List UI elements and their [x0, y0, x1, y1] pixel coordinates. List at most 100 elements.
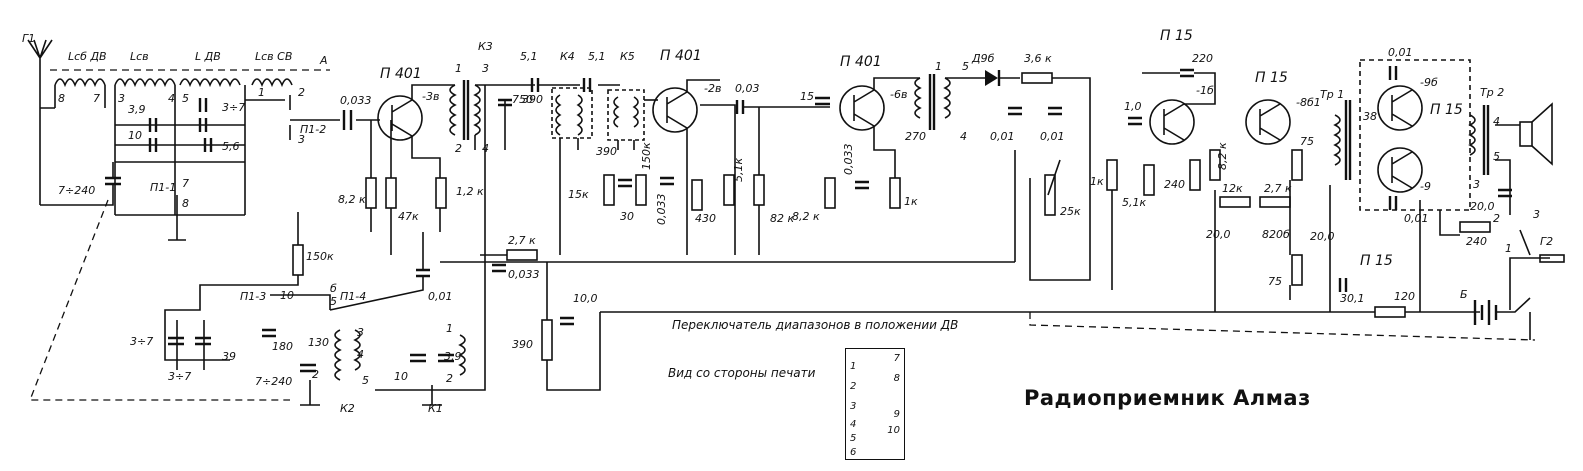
- svg-text:3: 3: [1473, 178, 1480, 191]
- svg-text:25к: 25к: [1060, 205, 1081, 218]
- svg-text:2: 2: [312, 368, 319, 381]
- svg-text:8: 8: [182, 197, 189, 210]
- svg-text:4: 4: [357, 348, 364, 361]
- svg-text:1,0: 1,0: [1124, 100, 1142, 113]
- svg-text:3: 3: [298, 133, 305, 146]
- svg-text:0,03: 0,03: [735, 82, 760, 95]
- svg-text:3: 3: [357, 326, 364, 339]
- stage-4: 1,0 П 15 -1б 220 5,1к 240 8,2 к: [1122, 28, 1229, 209]
- svg-text:5: 5: [182, 92, 189, 105]
- svg-text:2,7 к: 2,7 к: [1264, 182, 1292, 195]
- svg-text:47к: 47к: [398, 210, 419, 223]
- svg-text:5,6: 5,6: [222, 140, 240, 153]
- svg-text:4: 4: [1493, 115, 1500, 128]
- svg-text:0,033: 0,033: [340, 94, 372, 107]
- svg-text:5,1к: 5,1к: [732, 158, 745, 182]
- svg-text:5: 5: [330, 295, 337, 308]
- svg-text:2: 2: [1493, 212, 1500, 225]
- pin-label: 2: [850, 381, 857, 392]
- svg-text:3÷7: 3÷7: [168, 370, 191, 383]
- svg-text:3÷7: 3÷7: [130, 335, 153, 348]
- svg-text:0,01: 0,01: [1404, 212, 1429, 225]
- svg-text:10: 10: [128, 129, 142, 142]
- svg-text:П1-2: П1-2: [300, 123, 326, 136]
- svg-text:2,7 к: 2,7 к: [508, 234, 536, 247]
- svg-text:К1: К1: [428, 402, 443, 415]
- svg-text:240: 240: [1164, 178, 1185, 191]
- svg-text:Тр 1: Тр 1: [1320, 88, 1344, 101]
- pin-label: 8: [893, 373, 900, 384]
- svg-text:180: 180: [272, 340, 293, 353]
- svg-text:П1-4: П1-4: [340, 290, 366, 303]
- svg-text:1: 1: [446, 322, 453, 335]
- svg-text:-6в: -6в: [890, 88, 907, 101]
- svg-text:750: 750: [512, 93, 533, 106]
- svg-text:П 401: П 401: [380, 66, 422, 82]
- svg-text:2: 2: [455, 142, 462, 155]
- pin-label: 3: [850, 401, 857, 412]
- svg-text:30,1: 30,1: [1340, 292, 1365, 305]
- svg-text:12к: 12к: [1222, 182, 1243, 195]
- svg-text:-9: -9: [1420, 180, 1431, 193]
- svg-text:П 15: П 15: [1360, 253, 1393, 269]
- svg-text:15: 15: [800, 90, 814, 103]
- pin-label: 9: [893, 409, 900, 420]
- svg-text:240: 240: [1466, 235, 1487, 248]
- input-coils: Lсб ДВ Lсв L ДВ Lсв СВ А 8 7 3 4 5 1 2 3…: [29, 50, 330, 401]
- svg-text:390: 390: [512, 338, 533, 351]
- svg-text:К3: К3: [478, 40, 493, 53]
- svg-text:5,1к: 5,1к: [1122, 196, 1146, 209]
- switch-pin-table: 1 2 3 4 5 6 7 8 9 10: [845, 348, 905, 460]
- svg-text:10,0: 10,0: [573, 292, 598, 305]
- svg-text:L ДВ: L ДВ: [195, 50, 221, 63]
- svg-text:7÷240: 7÷240: [255, 375, 292, 388]
- stage-1: 0,033 П1-2 П 401 -3в 8,2 к 47к 1,2 к К3 …: [290, 40, 538, 255]
- antenna-g1: Г1: [22, 32, 53, 205]
- svg-text:150к: 150к: [640, 142, 653, 170]
- svg-text:1: 1: [258, 86, 265, 99]
- pin-label: 5: [850, 433, 857, 444]
- svg-text:0,033: 0,033: [508, 268, 540, 281]
- svg-text:390: 390: [596, 145, 617, 158]
- svg-text:П 15: П 15: [1255, 70, 1288, 86]
- svg-text:5,1: 5,1: [520, 50, 538, 63]
- svg-text:К5: К5: [620, 50, 635, 63]
- svg-text:3,9: 3,9: [444, 350, 462, 363]
- svg-text:П1-3: П1-3: [240, 290, 266, 303]
- svg-text:75: 75: [1268, 275, 1282, 288]
- svg-text:75: 75: [1300, 135, 1314, 148]
- antenna-label: Г1: [22, 32, 35, 45]
- svg-text:1к: 1к: [1090, 175, 1104, 188]
- svg-text:К4: К4: [560, 50, 575, 63]
- svg-text:П 15: П 15: [1430, 102, 1463, 118]
- svg-text:0,01: 0,01: [1388, 46, 1413, 59]
- svg-text:П 401: П 401: [660, 48, 702, 64]
- svg-text:220: 220: [1192, 52, 1213, 65]
- svg-text:б: б: [330, 282, 337, 295]
- svg-text:820б: 820б: [1262, 228, 1290, 241]
- svg-text:Lсб ДВ: Lсб ДВ: [68, 50, 107, 63]
- svg-text:3,6 к: 3,6 к: [1024, 52, 1052, 65]
- svg-text:270: 270: [905, 130, 926, 143]
- pin-label: 7: [893, 353, 900, 364]
- svg-text:8,2 к: 8,2 к: [792, 210, 820, 223]
- svg-text:А: А: [319, 54, 328, 67]
- svg-text:10: 10: [280, 289, 294, 302]
- svg-text:-3в: -3в: [422, 90, 439, 103]
- svg-text:-1б: -1б: [1196, 84, 1214, 97]
- pin-label: 1: [850, 361, 857, 372]
- svg-text:Lсв: Lсв: [130, 50, 149, 63]
- svg-text:-9б: -9б: [1420, 76, 1438, 89]
- stage-3: 15 П 401 -6в 8,2 к 0,033 1к 270 4 1 5 Д9…: [792, 52, 1020, 223]
- svg-text:390: 390: [522, 93, 543, 106]
- pin-label: 10: [887, 425, 900, 436]
- svg-text:8,2 к: 8,2 к: [338, 193, 366, 206]
- svg-text:2: 2: [298, 86, 305, 99]
- svg-text:Д9б: Д9б: [971, 52, 995, 65]
- svg-text:3÷7: 3÷7: [222, 101, 245, 114]
- svg-text:4: 4: [168, 92, 175, 105]
- pin-label: 4: [850, 419, 857, 430]
- oscillator: 150к П1-3 П1-4 10 б 5 3÷7 3÷7 39 180 130…: [130, 85, 486, 415]
- svg-text:20,0: 20,0: [1310, 230, 1335, 243]
- svg-text:П 15: П 15: [1160, 28, 1193, 44]
